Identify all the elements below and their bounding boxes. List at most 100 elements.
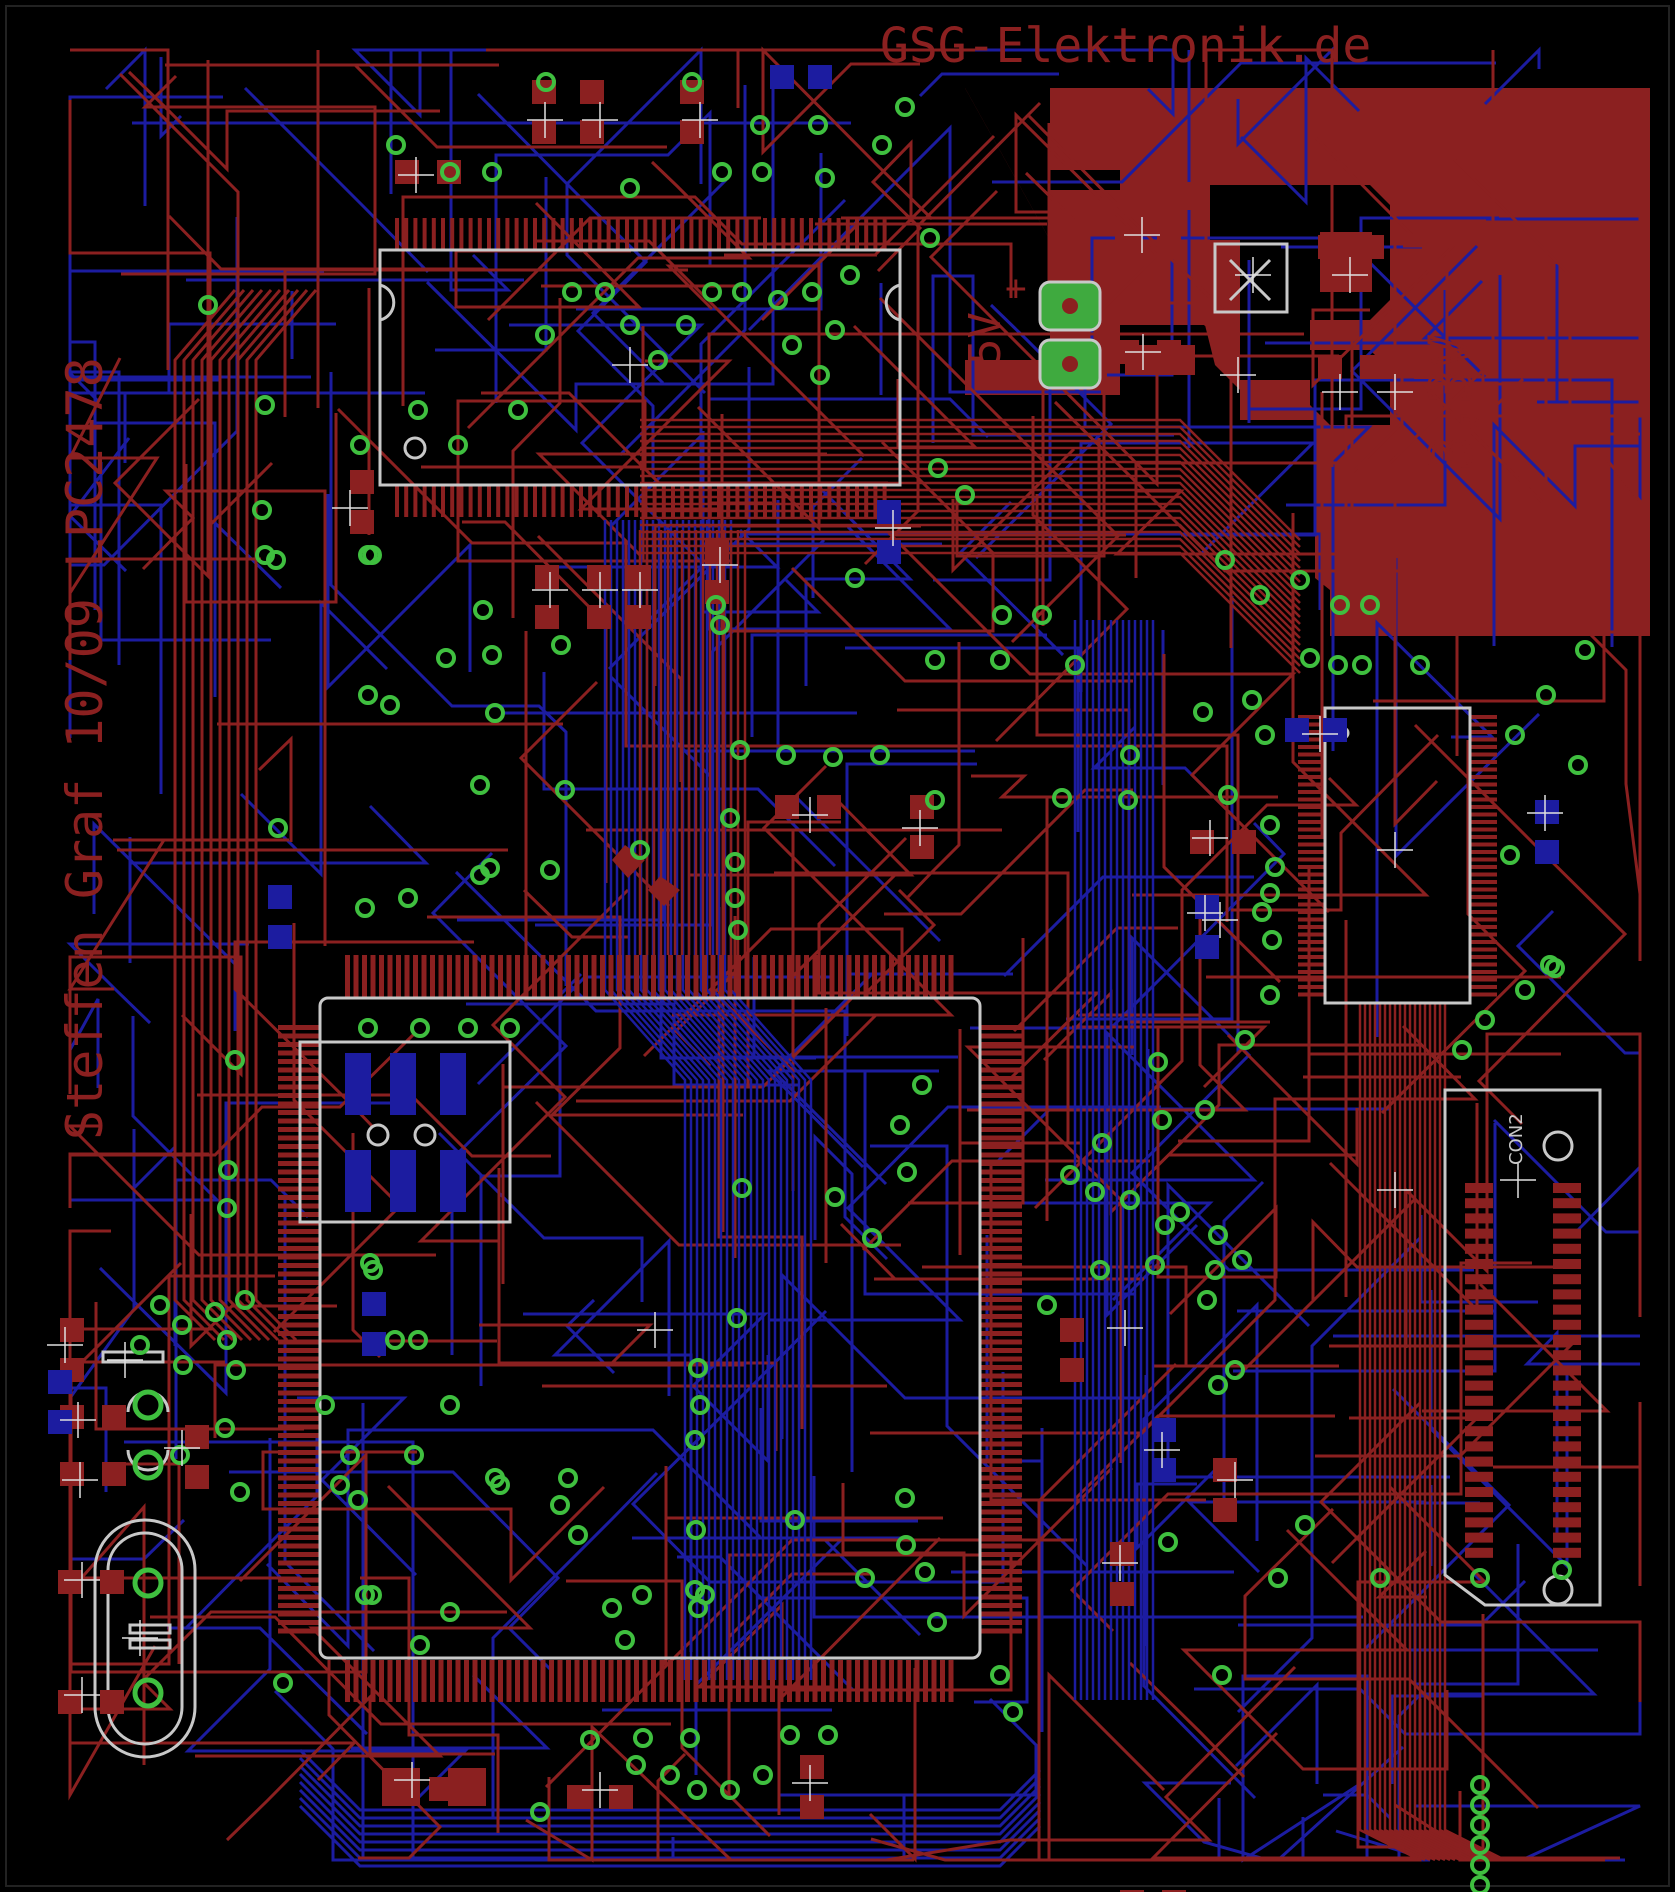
via xyxy=(1197,1290,1217,1310)
via xyxy=(1085,1182,1105,1202)
via xyxy=(1470,1855,1490,1875)
trace xyxy=(1037,1362,1225,1862)
mcu-pin xyxy=(980,1399,1022,1404)
bus-trace xyxy=(1423,1003,1486,1862)
via xyxy=(752,162,772,182)
mcu-pin xyxy=(278,1424,320,1430)
sdram-pin xyxy=(496,218,501,250)
trace xyxy=(1315,1344,1574,1458)
via xyxy=(230,1482,250,1502)
bus-trace xyxy=(705,520,789,1680)
mcu-pin xyxy=(710,955,716,997)
via xyxy=(682,72,702,92)
mcu-pin xyxy=(685,1660,690,1702)
trace xyxy=(1135,1463,1222,1552)
con2-pad xyxy=(1553,1183,1581,1193)
sdram-pin xyxy=(450,485,455,517)
trace xyxy=(150,1615,671,1726)
mcu-pin xyxy=(379,955,384,997)
bus-trace xyxy=(1358,1003,1421,1862)
trace xyxy=(298,1780,1042,1844)
smd-pad xyxy=(877,500,901,524)
mcu-pin xyxy=(278,1025,320,1030)
ic-pin xyxy=(1470,940,1497,944)
mcu-pin xyxy=(980,1356,1022,1362)
mcu-pin xyxy=(362,1660,367,1702)
bus-trace xyxy=(1408,1003,1471,1862)
trace xyxy=(868,1668,917,1863)
smd-pad xyxy=(362,1292,386,1316)
trace xyxy=(780,1697,1038,1860)
via xyxy=(385,1330,405,1350)
ic-pin xyxy=(1298,760,1325,764)
mcu-pin xyxy=(727,955,733,997)
mcu-pin xyxy=(447,955,452,997)
via xyxy=(732,282,752,302)
smd-pad xyxy=(60,1318,84,1342)
ic-pin xyxy=(1470,902,1497,907)
ic-pin xyxy=(1470,812,1497,817)
trace xyxy=(1142,1301,1259,1800)
con2-pad xyxy=(1465,1350,1493,1361)
via xyxy=(440,1395,460,1415)
mcu-pin xyxy=(278,1254,320,1260)
trace xyxy=(756,1596,1029,1704)
mcu-pin xyxy=(430,1660,435,1702)
trace xyxy=(724,134,996,257)
con2-pad xyxy=(1465,1456,1493,1467)
via xyxy=(1218,785,1238,805)
trace xyxy=(1241,1674,1369,1863)
con2-pad xyxy=(1553,1243,1581,1254)
mcu-pin xyxy=(278,1560,320,1566)
trace xyxy=(665,264,821,532)
smd-pad xyxy=(609,1785,633,1809)
mcu-pin xyxy=(498,1660,503,1702)
mcu-pin xyxy=(980,1373,1022,1379)
con2-pad xyxy=(1465,1183,1493,1193)
smd-pad xyxy=(268,925,292,949)
ic-pin xyxy=(1298,722,1325,727)
via xyxy=(1470,1568,1490,1588)
mcu-pin xyxy=(980,1271,1022,1277)
sdram-pin xyxy=(753,485,758,517)
trace xyxy=(1311,244,1457,389)
trace xyxy=(1515,909,1642,1235)
mcu-pin xyxy=(795,955,801,997)
sdram-pin xyxy=(689,485,694,517)
ic-pin xyxy=(1298,947,1325,952)
smd-pad xyxy=(102,1462,126,1486)
mcu-pin xyxy=(642,1660,648,1702)
sdram-pin xyxy=(799,218,804,250)
crystal-outline xyxy=(93,1518,197,1759)
mcu-pin xyxy=(278,1382,320,1387)
mcu-pin xyxy=(278,1450,320,1455)
bus-trace xyxy=(627,520,711,1680)
sdram-pin xyxy=(606,218,611,250)
sdram-pin xyxy=(836,218,841,250)
mcu-pin xyxy=(980,1339,1022,1345)
mcu-pin xyxy=(980,1322,1022,1328)
trace xyxy=(701,431,942,614)
via xyxy=(725,852,745,872)
mcu-pin xyxy=(278,1280,320,1285)
bus-trace xyxy=(621,520,705,1680)
via xyxy=(1505,725,1525,745)
via xyxy=(410,1018,430,1038)
trace xyxy=(326,494,472,691)
mcu-pin xyxy=(863,955,869,997)
mcu-pin xyxy=(948,1660,954,1702)
mcu-pin xyxy=(980,1577,1022,1583)
via xyxy=(536,72,556,92)
mcu-pin xyxy=(736,1660,741,1702)
mcu-pin xyxy=(980,1110,1022,1115)
mcu-pin xyxy=(532,1660,537,1702)
via xyxy=(1470,1775,1490,1795)
smd-pad xyxy=(808,65,832,89)
ic-pin xyxy=(1298,985,1325,989)
ic-pin xyxy=(1470,992,1497,997)
sdram-pin xyxy=(643,485,648,517)
mcu-pin xyxy=(278,1339,320,1345)
con2-pad xyxy=(1553,1365,1581,1376)
via xyxy=(235,1290,255,1310)
trace xyxy=(68,1261,183,1672)
